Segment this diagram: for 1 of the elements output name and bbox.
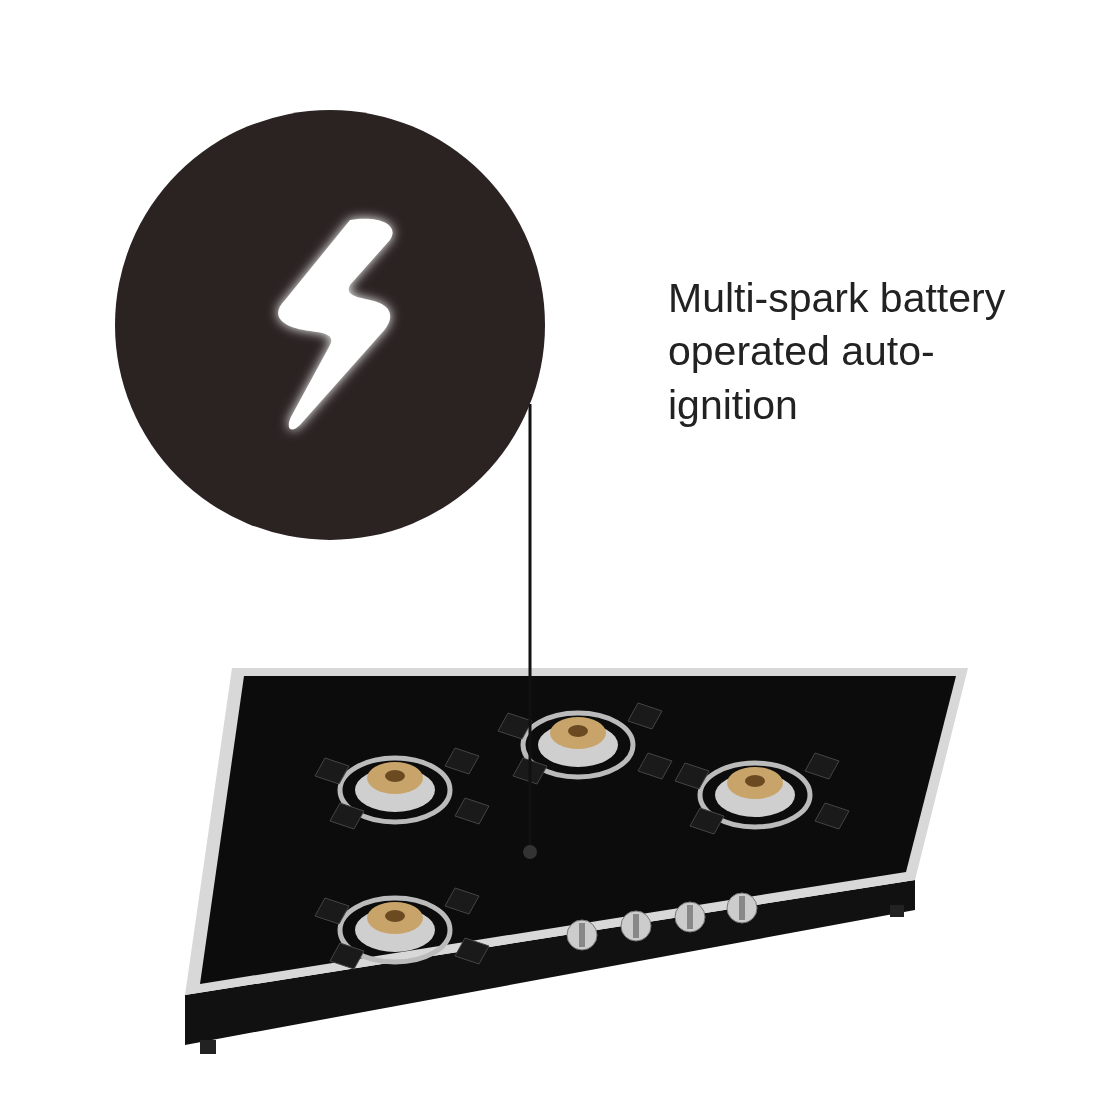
feature-caption: Multi-spark battery operated auto-ignition xyxy=(668,274,1007,430)
